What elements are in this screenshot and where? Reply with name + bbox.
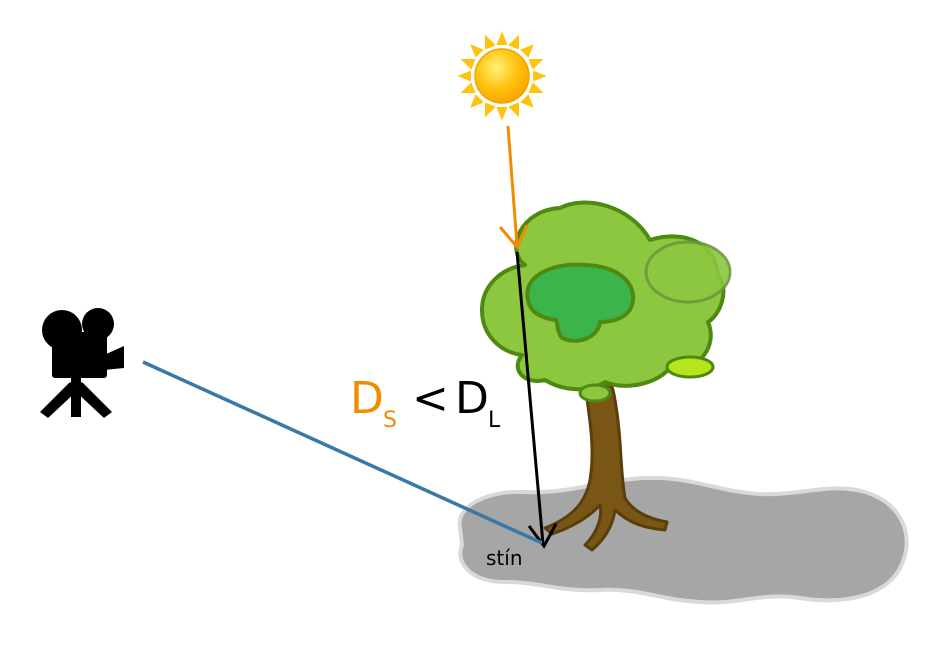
less-than-symbol: < [412, 373, 449, 424]
camera-ray [142, 360, 543, 545]
shadow-patch [457, 475, 909, 605]
ds-subscript: S [383, 408, 397, 433]
ds-label: D [350, 373, 384, 424]
tree-icon [480, 200, 732, 552]
depth-comparison-label: D S < D L [350, 373, 501, 433]
sun-icon [457, 31, 547, 121]
tree-foliage-highlight [644, 240, 732, 304]
dl-subscript: L [488, 408, 501, 433]
dl-label: D [455, 373, 489, 424]
video-camera-icon [40, 308, 124, 418]
tree-trunk [543, 370, 669, 552]
depth-arrow [515, 251, 558, 549]
tree-leaf-bud-small [578, 383, 612, 403]
tree-leaf-bud [665, 355, 715, 379]
shadow-label: stín [486, 546, 523, 570]
tree-foliage-dark [525, 262, 636, 343]
sun-ray-arrow [498, 125, 529, 250]
